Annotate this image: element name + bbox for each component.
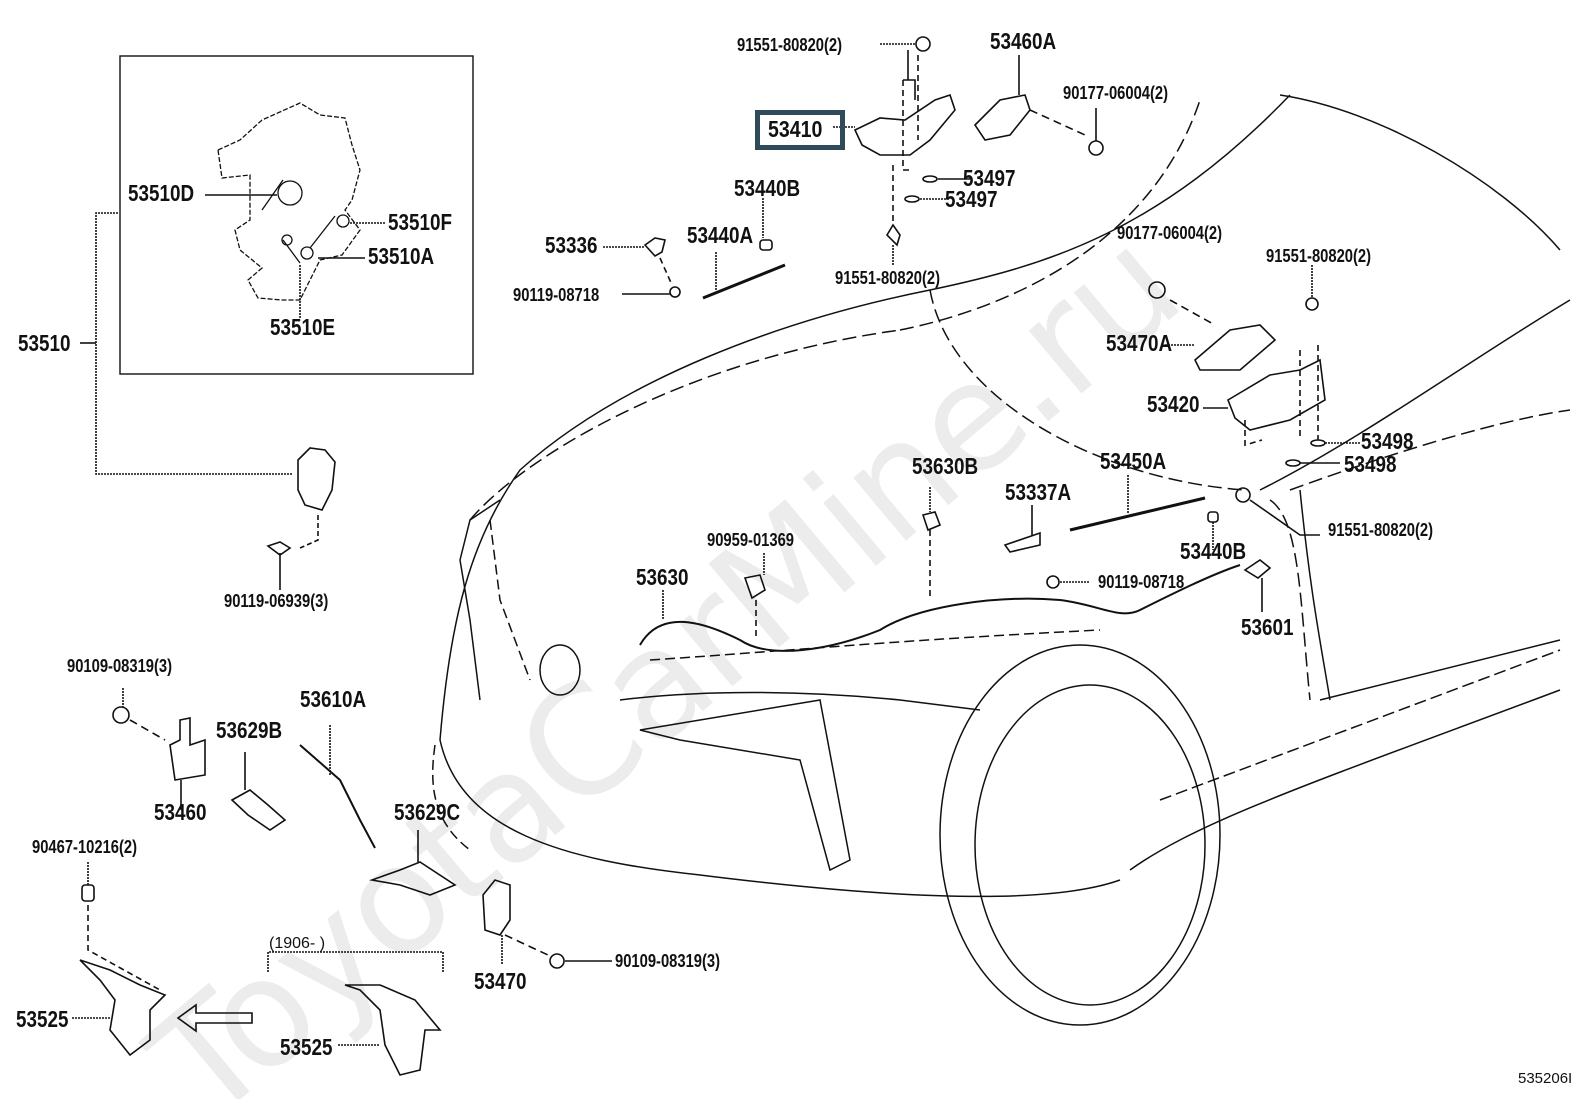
part-label-53510f[interactable]: 53510F bbox=[388, 209, 452, 235]
part-label-53460[interactable]: 53460 bbox=[154, 799, 207, 825]
part-label-90467-10216[interactable]: 90467-10216(2) bbox=[32, 837, 138, 857]
part-label-53498-b[interactable]: 53498 bbox=[1344, 451, 1397, 477]
part-label-53460a[interactable]: 53460A bbox=[990, 28, 1057, 54]
part-label-90109-08319-left[interactable]: 90109-08319(3) bbox=[67, 656, 173, 676]
date-range-label: (1906- ) bbox=[269, 935, 326, 952]
part-label-53630b[interactable]: 53630B bbox=[912, 453, 979, 479]
part-label-53410-highlighted[interactable]: 53410 bbox=[755, 110, 845, 150]
assembly-leader bbox=[95, 212, 292, 475]
part-label-53610a[interactable]: 53610A bbox=[300, 686, 367, 712]
part-label-53510[interactable]: 53510 bbox=[18, 330, 71, 356]
part-label-53629b[interactable]: 53629B bbox=[216, 717, 283, 743]
part-label-53630[interactable]: 53630 bbox=[636, 564, 689, 590]
part-label-90119-06939[interactable]: 90119-06939(3) bbox=[224, 591, 329, 611]
part-label-53510a[interactable]: 53510A bbox=[368, 243, 435, 269]
part-label-53470[interactable]: 53470 bbox=[474, 968, 527, 994]
hood-lift-actuator-right bbox=[482, 879, 511, 936]
part-number: 53410 bbox=[768, 116, 823, 142]
hood-lift-actuator-top bbox=[973, 94, 1031, 141]
bracket-53525-right bbox=[344, 984, 442, 1076]
release-cable bbox=[639, 564, 1241, 652]
part-label-90109-08319-right[interactable]: 90109-08319(3) bbox=[615, 951, 721, 971]
hood-stay-rod-right bbox=[1069, 496, 1206, 532]
bolt-icon bbox=[915, 36, 931, 52]
part-label-53336[interactable]: 53336 bbox=[545, 232, 598, 258]
nut-icon bbox=[1148, 281, 1166, 299]
hood-stay-rod bbox=[702, 263, 786, 300]
part-label-53510d[interactable]: 53510D bbox=[128, 180, 195, 206]
bracket-53525-left bbox=[79, 959, 167, 1057]
part-label-53450a[interactable]: 53450A bbox=[1100, 448, 1167, 474]
release-handle bbox=[1243, 559, 1272, 579]
part-label-53601[interactable]: 53601 bbox=[1241, 614, 1294, 640]
part-label-91551-80820-lower[interactable]: 91551-80820(2) bbox=[1328, 520, 1434, 540]
inset-box bbox=[119, 55, 474, 375]
part-label-91551-80820-top[interactable]: 91551-80820(2) bbox=[737, 35, 843, 55]
part-label-90959-01369[interactable]: 90959-01369 bbox=[707, 530, 795, 550]
part-label-53497-b[interactable]: 53497 bbox=[945, 186, 998, 212]
part-label-90119-08718-left[interactable]: 90119-08718 bbox=[513, 285, 600, 305]
arrow-icon bbox=[176, 1003, 253, 1033]
part-label-53470a[interactable]: 53470A bbox=[1106, 330, 1173, 356]
part-label-53420[interactable]: 53420 bbox=[1147, 391, 1200, 417]
vehicle-outline bbox=[431, 94, 1571, 1026]
diagram-reference-code: 535206I bbox=[1518, 1070, 1573, 1087]
hood-lift-actuator-left bbox=[169, 717, 206, 781]
part-label-53525-left[interactable]: 53525 bbox=[16, 1006, 69, 1032]
part-label-53525-right[interactable]: 53525 bbox=[280, 1034, 333, 1060]
part-label-91551-80820-right[interactable]: 91551-80820(2) bbox=[1266, 246, 1372, 266]
part-label-53440a[interactable]: 53440A bbox=[687, 222, 754, 248]
part-label-90177-06004-top[interactable]: 90177-06004(2) bbox=[1063, 83, 1169, 103]
part-label-53440b-top[interactable]: 53440B bbox=[734, 175, 801, 201]
nut-icon bbox=[1088, 140, 1104, 156]
bolt-icon bbox=[1305, 297, 1319, 311]
part-label-53629c[interactable]: 53629C bbox=[394, 799, 461, 825]
part-label-91551-80820-mid[interactable]: 91551-80820(2) bbox=[835, 268, 941, 288]
hood-latch-detail bbox=[217, 102, 361, 301]
part-label-53510e[interactable]: 53510E bbox=[270, 314, 336, 340]
part-label-90177-06004-right[interactable]: 90177-06004(2) bbox=[1117, 223, 1223, 243]
part-label-53498-a[interactable]: 53498 bbox=[1361, 428, 1414, 454]
hood-hinge-left bbox=[853, 50, 956, 247]
part-label-90119-08718-right[interactable]: 90119-08718 bbox=[1098, 572, 1185, 592]
bolt-icon bbox=[1235, 487, 1251, 503]
part-label-53497-a[interactable]: 53497 bbox=[963, 165, 1016, 191]
part-label-53440b-lower[interactable]: 53440B bbox=[1180, 538, 1247, 564]
stay-bracket bbox=[643, 237, 666, 258]
hood-hinge-right bbox=[1194, 324, 1326, 447]
part-label-53337a[interactable]: 53337A bbox=[1005, 479, 1072, 505]
hood-latch-part bbox=[266, 447, 336, 556]
